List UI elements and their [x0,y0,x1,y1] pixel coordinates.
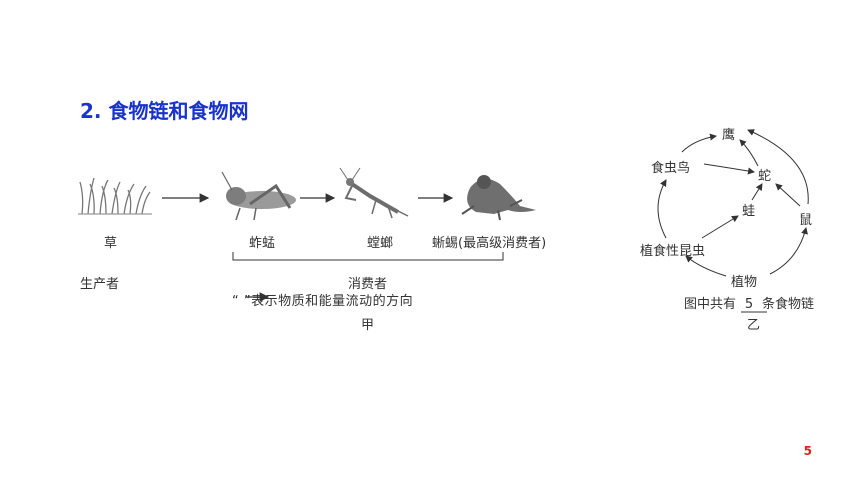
web-arrow-insect-bird [657,179,667,239]
grasshopper-label: 蚱蜢 [249,236,276,251]
web-arrow-snake-hawk [739,139,759,167]
node-mouse: 鼠 [799,213,813,228]
mantis-illustration [339,167,409,219]
web-arrow-frog-snake [751,183,763,201]
mantis-label: 螳螂 [367,236,394,251]
count-prefix: 图中共有 [684,297,737,312]
node-plant: 植物 [731,275,758,290]
node-bird: 食虫鸟 [651,161,691,176]
web-arrow-mouse-hawk [747,129,809,205]
grass-illustration [78,177,152,215]
diagram-a-caption: 甲 [361,318,375,333]
producer-label: 生产者 [80,277,120,292]
count-value: 5 [744,297,754,312]
grasshopper-illustration [221,171,296,221]
web-arrow-bird-hawk [681,133,717,153]
web-arrow-bird-snake [703,163,755,175]
web-arrow-plant-mouse [769,227,808,275]
diagram-b-caption: 乙 [747,318,761,333]
node-insect: 植食性昆虫 [640,244,706,259]
web-arrow-plant-insect [685,255,727,277]
node-hawk: 鹰 [722,128,736,143]
web-arrow-insect-frog [701,215,739,239]
grass-label: 草 [104,236,118,251]
section-heading: 2. 食物链和食物网 [80,99,249,123]
count-suffix: 条食物链 [762,297,815,312]
lizard-label: 蜥蜴(最高级消费者) [432,236,547,251]
consumer-bracket [232,252,504,261]
consumer-label: 消费者 [348,277,388,292]
legend-note: “ ”表示物质和能量流动的方向 [232,294,414,309]
lizard-illustration [461,175,536,221]
page-number: 5 [803,444,812,458]
node-frog: 蛙 [742,204,756,219]
food-chain-count-line: 图中共有 5 条食物链 [684,293,814,312]
node-snake: 蛇 [758,169,772,184]
web-arrow-mouse-snake [775,183,801,207]
